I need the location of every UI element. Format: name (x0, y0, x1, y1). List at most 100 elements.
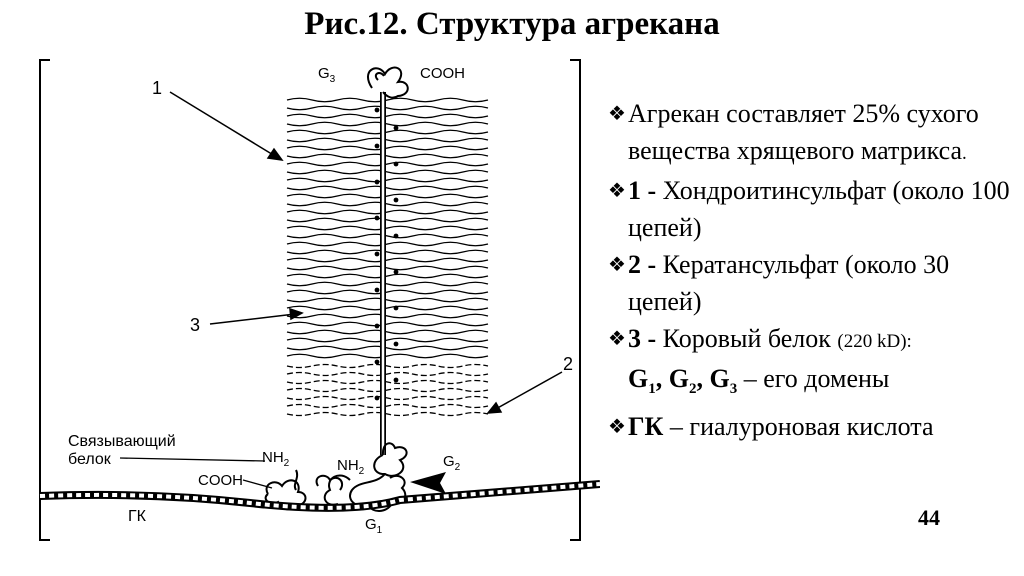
attachment-dot (394, 306, 399, 311)
cs-chain-line (287, 138, 488, 142)
g1-label: G1 (365, 516, 383, 536)
ks-chain-line (287, 413, 488, 416)
bullet-text: Кератансульфат (около 30 цепей) (628, 250, 949, 316)
cs-chain-line (287, 258, 488, 262)
label-2: 2 (563, 354, 573, 374)
domain-g3: , G3 (696, 364, 737, 393)
cs-chain-line (287, 338, 488, 342)
cooh-bottom-label: COOH (198, 472, 243, 489)
diamond-bullet-icon: ❖ (608, 172, 626, 209)
cs-chain-line (287, 114, 488, 118)
attachment-dot (394, 342, 399, 347)
bullet-text: Хондроитинсульфат (около 100 цепей) (628, 176, 1010, 242)
bullet-text: – гиалуроновая кислота (663, 412, 933, 441)
bullet-hyaluronic: ❖ГК – гиалуроновая кислота (608, 408, 1018, 445)
bullet-core-protein: ❖3 - Коровый белок (220 kD): G1, G2, G3 … (608, 320, 1018, 408)
cs-chain-line (287, 298, 488, 302)
cs-chain-line (287, 170, 488, 174)
label-1: 1 (152, 78, 162, 98)
cs-chain-line (287, 242, 488, 246)
cs-chain-line (287, 178, 488, 182)
bullet-text: Агрекан составляет 25% сухого вещества х… (628, 99, 979, 165)
nh2-right-label: NH2 (337, 457, 365, 477)
label-3: 3 (190, 315, 200, 335)
cs-chain-line (287, 186, 488, 190)
cs-chain-line (287, 234, 488, 238)
gk-label: ГК (128, 508, 147, 525)
bullet-number: 2 - (628, 250, 656, 279)
cs-chain-line (287, 122, 488, 126)
attachment-dot (394, 126, 399, 131)
pointer-arrowhead (410, 472, 446, 494)
bullet-list: ❖Агрекан составляет 25% сухого вещества … (608, 95, 1018, 445)
hyaluronic-acid (40, 484, 600, 508)
attachment-dot (394, 378, 399, 383)
diamond-bullet-icon: ❖ (608, 246, 626, 283)
cs-chain-line (287, 290, 488, 294)
g2-domain (374, 443, 406, 476)
cs-chain-line (287, 162, 488, 166)
attachment-dot (394, 270, 399, 275)
cs-chain-line (287, 266, 488, 270)
cs-chain-line (287, 306, 488, 310)
aggrecan-diagram: 1 3 2 G3 COOH Связывающий белок NH2 NH2 … (0, 0, 600, 576)
attachment-dot (375, 144, 380, 149)
ks-chain-line (287, 381, 488, 384)
cs-chain-line (287, 218, 488, 222)
link-protein-label-1: Связывающий (68, 433, 176, 450)
attachment-dot (375, 180, 380, 185)
g2-label: G2 (443, 453, 461, 473)
cs-chain-line (287, 330, 488, 334)
page-number: 44 (918, 505, 940, 531)
attachment-dot (375, 324, 380, 329)
cs-chain-line (287, 322, 488, 326)
attachment-dot (394, 162, 399, 167)
cs-chain-line (287, 346, 488, 350)
cs-chain-line (287, 98, 488, 102)
cs-chain-line (287, 354, 488, 358)
domain-g1: G1 (628, 364, 656, 393)
attachment-dot (375, 252, 380, 257)
attachment-dot (375, 396, 380, 401)
cs-chain-line (287, 250, 488, 254)
ks-chain-line (287, 365, 488, 368)
cs-chain-line (287, 314, 488, 318)
attachment-dot (394, 198, 399, 203)
bullet-text-small: (220 kD): (837, 331, 911, 352)
attachment-dot (394, 234, 399, 239)
attachment-dot (375, 288, 380, 293)
g3-label: G3 (318, 65, 336, 85)
cs-chain-line (287, 130, 488, 134)
cs-chain-line (287, 282, 488, 286)
attachment-dot (375, 360, 380, 365)
leader-arrows (170, 92, 562, 413)
attachment-dot (375, 108, 380, 113)
ks-chain-line (287, 389, 488, 392)
nh2-left-label: NH2 (262, 449, 290, 469)
bullet-text: Коровый белок (656, 324, 837, 353)
cooh-top-label: COOH (420, 65, 465, 82)
diamond-bullet-icon: ❖ (608, 320, 626, 357)
cs-chain-line (287, 146, 488, 150)
bullet-chondroitin: ❖1 - Хондроитинсульфат (около 100 цепей) (608, 172, 1018, 246)
keratan-sulfate-chains (287, 365, 488, 416)
bullet-number: ГК (628, 412, 663, 441)
cooh-leader (243, 480, 272, 488)
chondroitin-sulfate-chains (287, 98, 488, 358)
cs-chain-line (287, 154, 488, 158)
bullet-text-end: . (962, 143, 967, 164)
ks-chain-line (287, 405, 488, 408)
bullet-keratan: ❖2 - Кератансульфат (около 30 цепей) (608, 246, 1018, 320)
link-protein-leader (120, 458, 265, 461)
link-protein-label-2: белок (68, 451, 112, 468)
cs-chain-line (287, 274, 488, 278)
diamond-bullet-icon: ❖ (608, 95, 626, 132)
attachment-dot (375, 216, 380, 221)
cs-chain-line (287, 202, 488, 206)
cs-chain-line (287, 106, 488, 110)
cs-chain-line (287, 226, 488, 230)
g3-domain (368, 68, 408, 98)
bullet-number: 3 - (628, 324, 656, 353)
cs-chain-line (287, 194, 488, 198)
bullet-text: – его домены (737, 364, 889, 393)
